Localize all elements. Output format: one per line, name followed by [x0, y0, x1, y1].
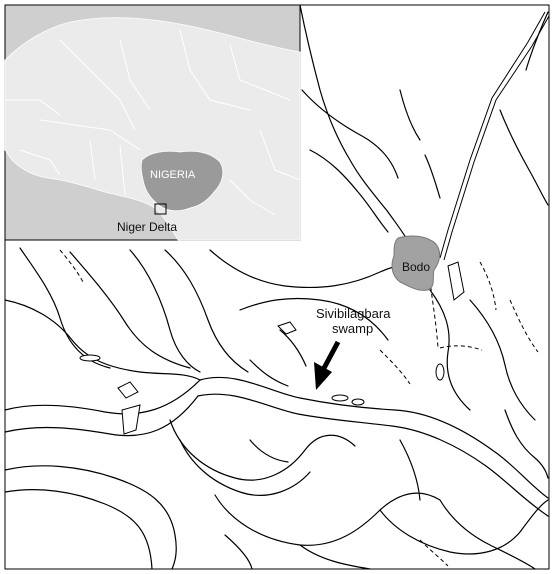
island-8: [435, 363, 445, 381]
track-2: [439, 345, 483, 351]
river-mid-1: [249, 439, 289, 463]
track-1: [429, 279, 439, 349]
bodo-town-area: [391, 235, 441, 291]
niger-delta-label: Niger Delta: [117, 220, 177, 234]
island-6: [277, 321, 297, 335]
dashed-tracks: [59, 249, 539, 567]
river-south-east: [379, 499, 549, 555]
river-east-3: [504, 409, 549, 479]
river-north-4: [301, 89, 399, 179]
swamp-label-line1: Sivibilagbara: [316, 306, 391, 321]
river-north-5: [309, 149, 389, 233]
river-mid-2: [279, 329, 307, 367]
island-2: [121, 404, 141, 435]
river-mid-3: [249, 359, 289, 387]
river-north-2: [239, 297, 389, 341]
main-channel-north-bank: [199, 376, 549, 499]
island-4: [331, 394, 349, 402]
river-south-east-2: [439, 499, 536, 570]
bodo-label: Bodo: [402, 260, 430, 274]
track-3: [479, 261, 497, 311]
river-north-east-2: [525, 11, 549, 71]
island-3: [79, 354, 101, 362]
river-north-east-1: [499, 109, 549, 206]
river-south-central-4: [299, 544, 371, 570]
inset-land: [4, 17, 301, 241]
nigeria-label: NIGERIA: [150, 169, 196, 181]
track-4: [509, 299, 539, 353]
main-channel-south-bank: [197, 393, 549, 517]
island-1: [117, 381, 139, 399]
river-east-2: [469, 299, 536, 421]
swamp-label-line2: swamp: [332, 321, 373, 336]
river-north-7: [424, 154, 441, 199]
west-estuary-south: [4, 395, 199, 437]
river-west-3: [69, 251, 191, 369]
river-south-small: [224, 534, 253, 570]
niger-delta-box: [154, 203, 167, 215]
river-north-3: [299, 4, 413, 249]
track-7: [419, 539, 449, 567]
road-line-b: [443, 15, 550, 261]
river-network: [4, 4, 549, 570]
island-7: [447, 261, 465, 301]
river-west-4: [129, 249, 201, 373]
road-line-a: [439, 11, 546, 259]
river-lower-west-1: [4, 465, 177, 570]
pipeline-road: [439, 11, 550, 261]
inset-borders: [5, 29, 301, 216]
track-6: [59, 249, 85, 285]
island-5: [351, 398, 365, 406]
river-north-6: [399, 89, 421, 141]
inset-map: NIGERIA Niger Delta: [4, 4, 301, 241]
swamp-arrow: [314, 340, 341, 390]
track-5: [379, 349, 411, 385]
nigeria-shape: [140, 150, 224, 212]
river-west-5: [164, 249, 249, 373]
river-east-4: [399, 439, 421, 501]
river-lower-west-2: [4, 489, 153, 570]
river-south-central-1: [169, 419, 356, 481]
west-estuary-north: [4, 379, 201, 415]
river-south-central-3: [214, 492, 441, 546]
river-south-central-2: [179, 439, 311, 496]
islands: [79, 261, 465, 435]
river-east-1: [429, 289, 471, 411]
